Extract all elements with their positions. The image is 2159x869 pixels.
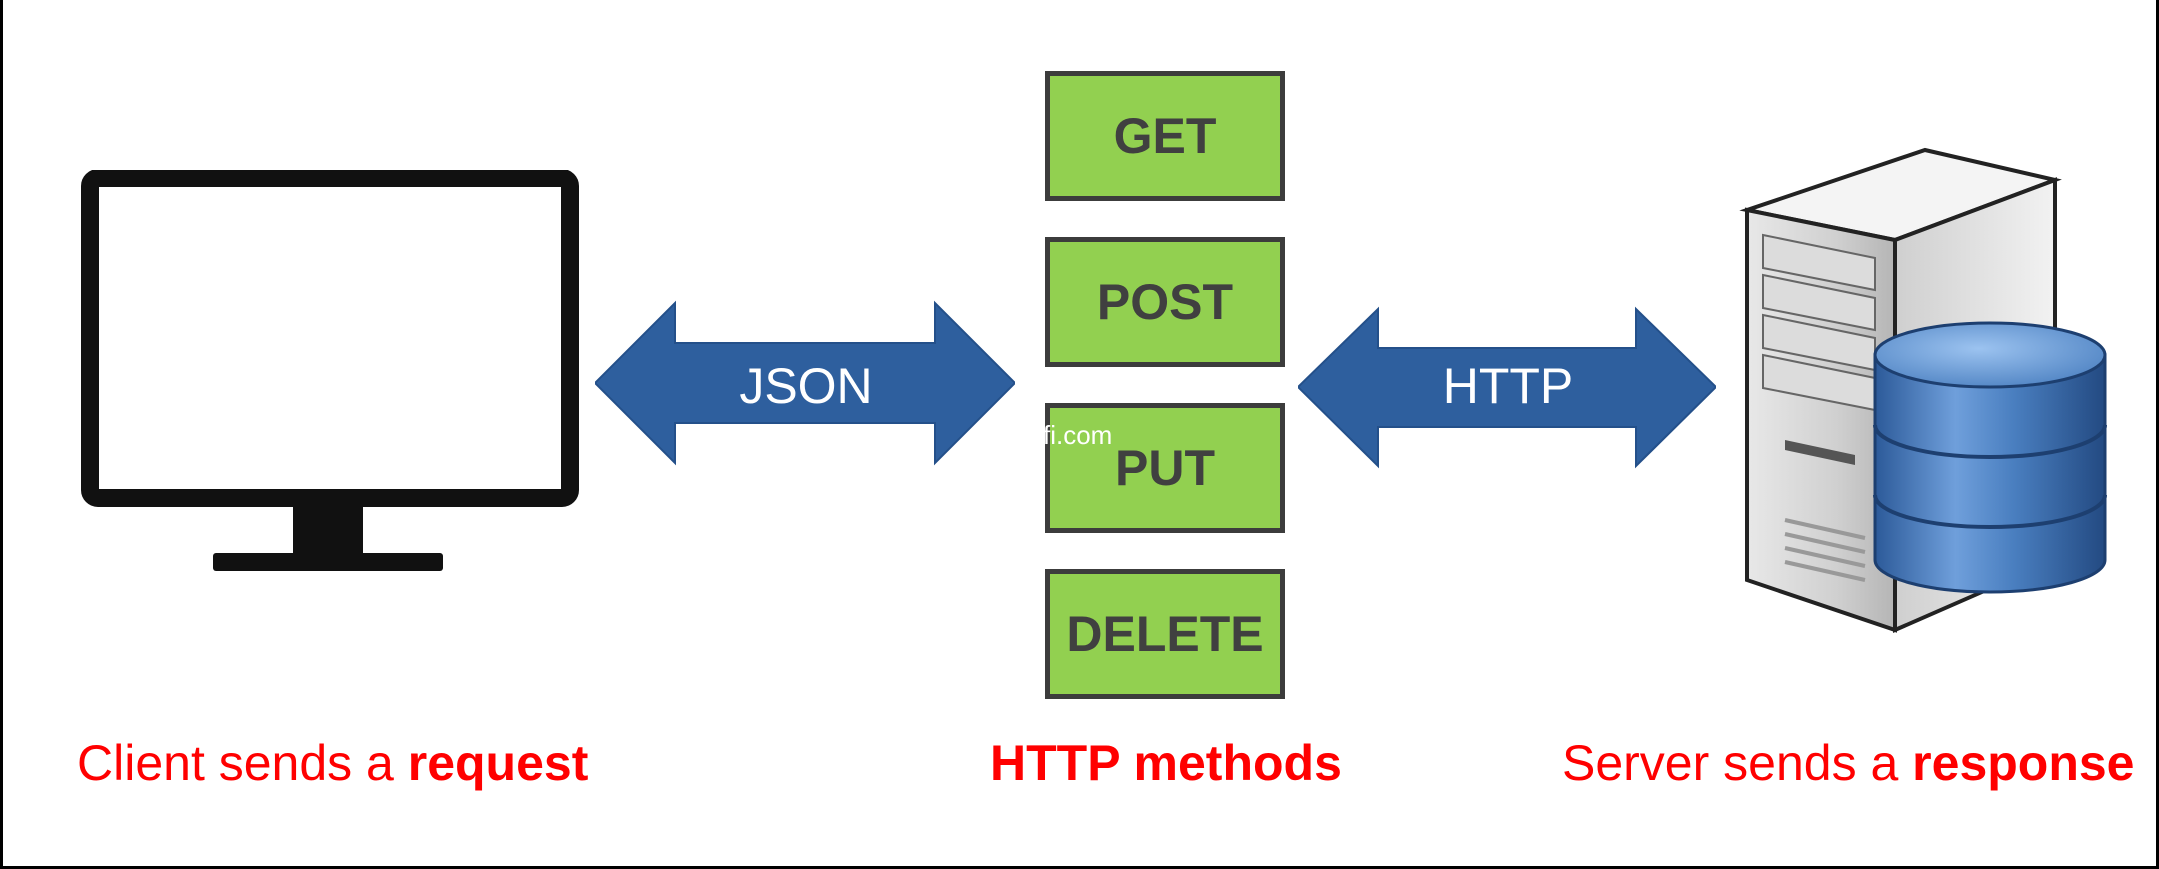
server-caption-bold: response [1912, 735, 2135, 791]
method-put: PUT [1045, 403, 1285, 533]
server-caption-text: Server sends a [1562, 735, 1913, 791]
methods-caption: HTTP methods [990, 728, 1342, 798]
json-arrow-label: JSON [739, 358, 873, 414]
watermark-text: tifi.com [1030, 420, 1113, 450]
method-get: GET [1045, 71, 1285, 201]
json-arrow [595, 300, 1015, 466]
client-caption-bold: request [407, 735, 589, 791]
client-caption: Client sends a request [77, 728, 588, 798]
database-icon [1873, 321, 2107, 594]
server-tower-icon [1739, 147, 2107, 634]
http-arrow-label: HTTP [1442, 358, 1574, 414]
client-caption-text: Client sends a [77, 735, 408, 791]
http-arrow [1298, 306, 1716, 469]
server-caption: Server sends a response [1562, 728, 2135, 798]
monitor-icon [81, 170, 579, 571]
method-delete: DELETE [1045, 569, 1285, 699]
method-post: POST [1045, 237, 1285, 367]
methods-caption-bold: HTTP methods [990, 735, 1342, 791]
